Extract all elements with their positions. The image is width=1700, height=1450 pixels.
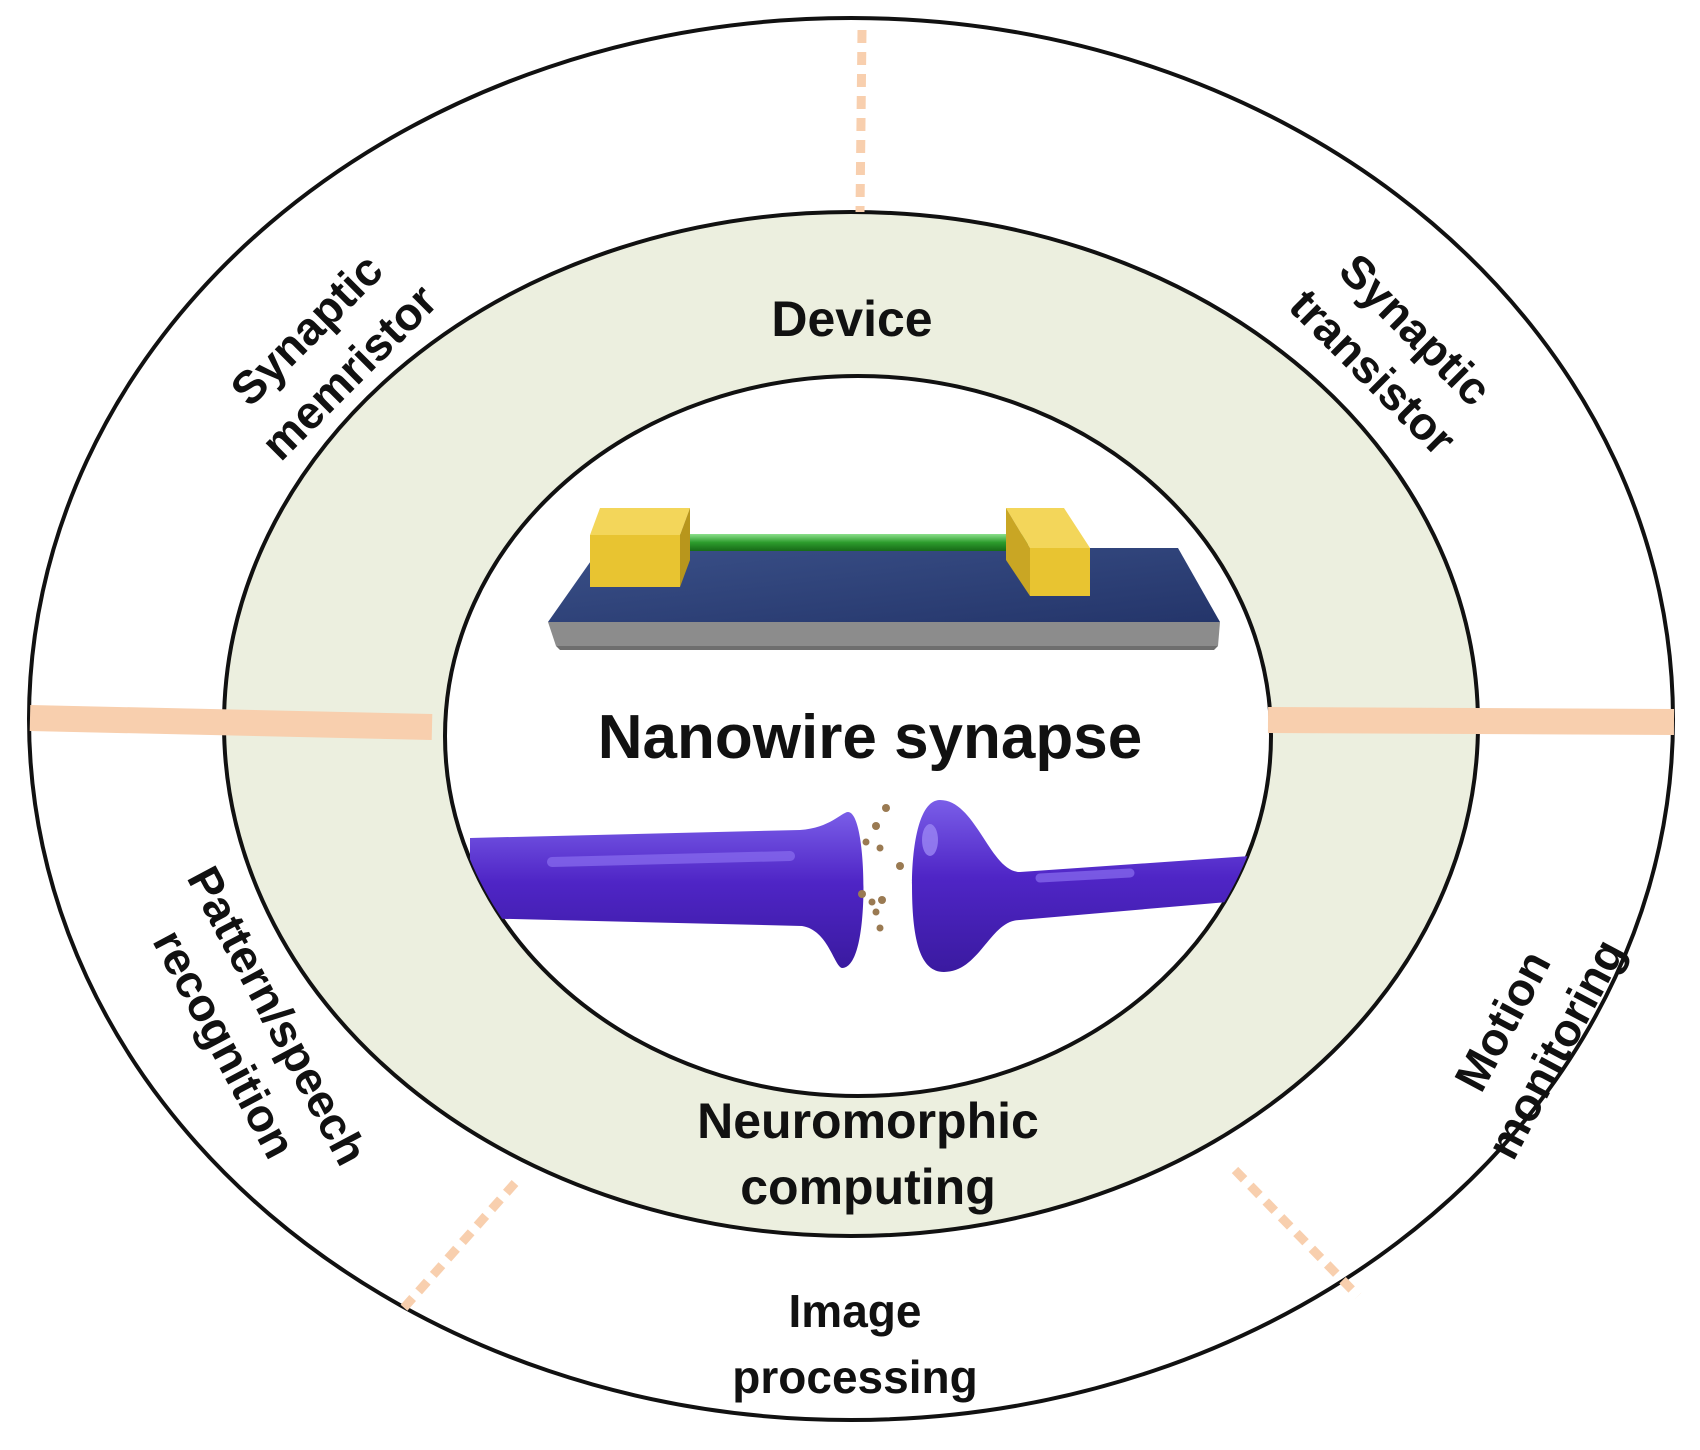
outer-bottom-label-line1: Image xyxy=(789,1285,922,1337)
bottom-left-dotted-divider xyxy=(398,1180,519,1313)
center-label: Nanowire synapse xyxy=(598,703,1142,772)
right-divider xyxy=(1267,707,1675,735)
neurotransmitters xyxy=(858,804,904,932)
neuron-synapse-illustration xyxy=(470,800,1250,972)
inner-bottom-label-line1: Neuromorphic xyxy=(697,1093,1039,1149)
top-dotted-divider xyxy=(855,29,867,213)
inner-bottom-label-line2: computing xyxy=(740,1159,996,1215)
bottom-right-dotted-divider xyxy=(1231,1166,1362,1300)
presynaptic-neuron xyxy=(470,812,864,968)
left-divider xyxy=(29,705,433,740)
postsynaptic-neuron xyxy=(912,800,1250,972)
outer-bottom-label-line2: processing xyxy=(732,1351,977,1403)
nanowire-device-illustration xyxy=(548,508,1220,650)
inner-top-label: Device xyxy=(771,291,932,347)
